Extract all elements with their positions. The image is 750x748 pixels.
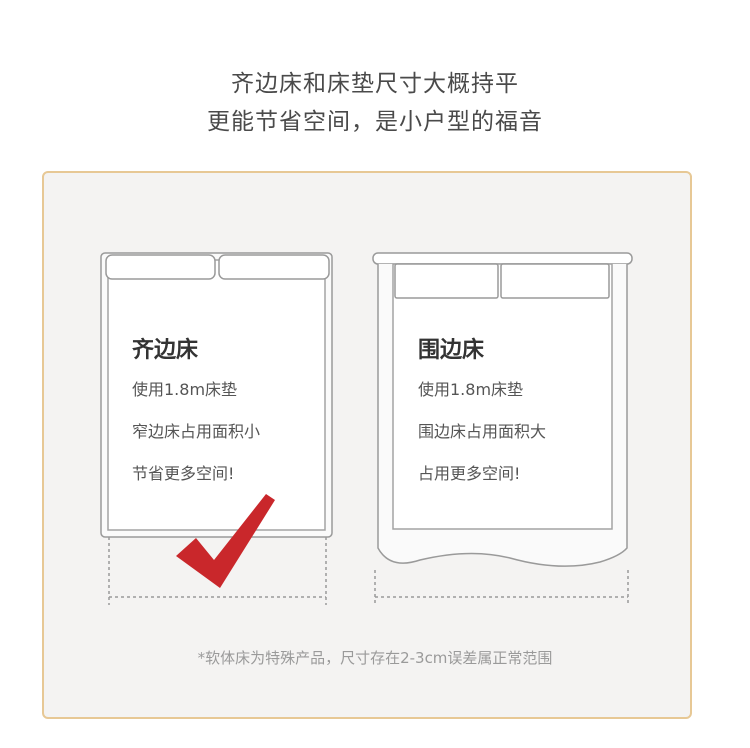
surround-bed-line-3: 占用更多空间! [418, 464, 521, 483]
tolerance-footnote: *软体床为特殊产品，尺寸存在2-3cm误差属正常范围 [197, 649, 553, 667]
headline-line-2: 更能节省空间，是小户型的福音 [207, 109, 543, 135]
surround-bed-title: 围边床 [418, 338, 485, 363]
surround-bed-line-1: 使用1.8m床垫 [418, 380, 524, 399]
surround-bed-line-2: 围边床占用面积大 [418, 422, 547, 441]
checkmark-icon [176, 494, 275, 588]
surround-bed-drawing [372, 252, 633, 605]
flush-bed-title: 齐边床 [132, 338, 199, 363]
flush-bed-line-3: 节省更多空间! [132, 464, 235, 483]
flush-bed-line-2: 窄边床占用面积小 [132, 422, 261, 441]
headline-line-1: 齐边床和床垫尺寸大概持平 [231, 71, 519, 97]
flush-bed-drawing [100, 252, 333, 605]
flush-bed-line-1: 使用1.8m床垫 [132, 380, 238, 399]
